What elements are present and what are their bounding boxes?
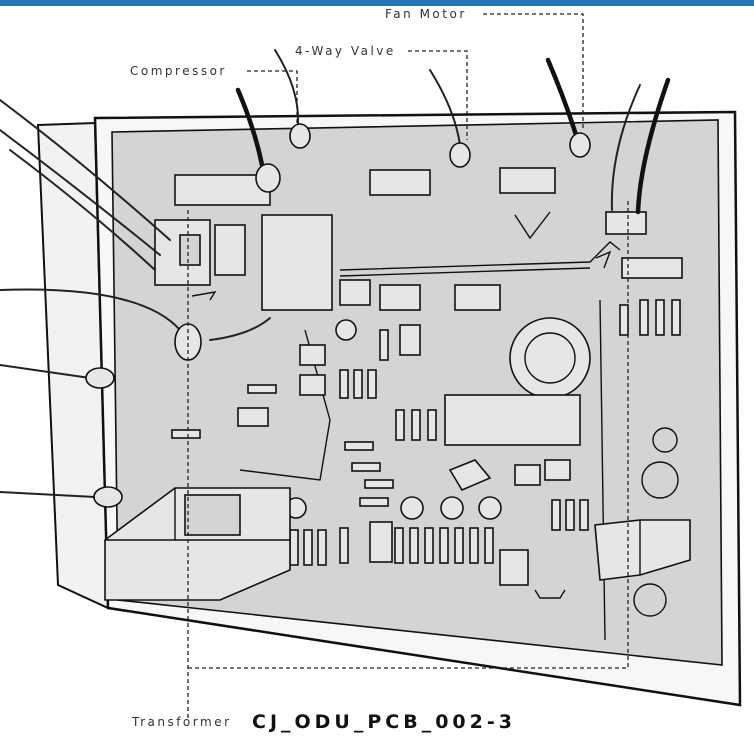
wires [0, 49, 671, 508]
four-way-valve-leader [408, 50, 468, 140]
small-capacitors [285, 319, 502, 520]
relay [261, 214, 333, 311]
pcb-leader [188, 200, 629, 669]
transformer [104, 487, 291, 601]
heatsink [594, 519, 691, 581]
top-components [174, 167, 683, 311]
four-way-valve-label: 4-Way Valve [295, 44, 396, 58]
transformer-label: Transformer [131, 715, 232, 729]
fan-connector [605, 211, 647, 235]
top-accent-bar [0, 0, 754, 6]
pcb-code-label: CJ_ODU_PCB_002-3 [252, 711, 516, 733]
chips [237, 324, 581, 492]
compressor-leader [247, 70, 298, 125]
fan-motor-leader [483, 13, 584, 130]
callout-leaders [187, 13, 629, 720]
fan-motor-label: Fan Motor [385, 7, 467, 21]
misc-parts [179, 234, 566, 599]
compressor-label: Compressor [130, 64, 227, 78]
